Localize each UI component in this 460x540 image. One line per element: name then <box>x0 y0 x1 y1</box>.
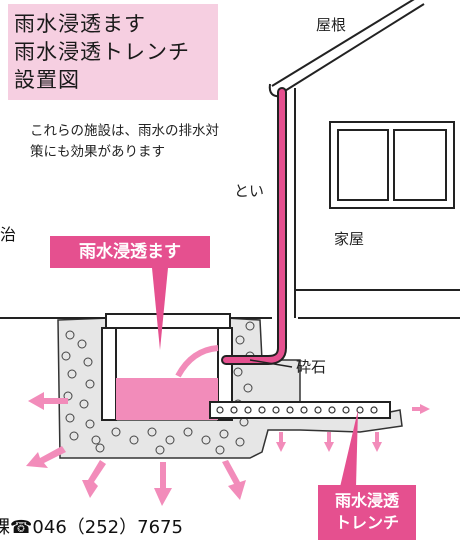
trench-arrow-right <box>412 404 430 414</box>
trench-arrow-2 <box>324 432 334 452</box>
roof-line <box>271 0 415 87</box>
cutoff-text: 治 <box>0 225 17 244</box>
downspout-fill <box>223 89 285 363</box>
contact-phone: 課☎046（252）7675 <box>0 517 183 538</box>
trench-tag-line-1: 雨水浸透 <box>334 491 399 510</box>
title-box <box>8 4 218 100</box>
title-line-1: 雨水浸透ます <box>14 12 146 36</box>
arrow-left-upper <box>28 392 68 410</box>
basin-wall-right <box>217 327 233 421</box>
roof-edge <box>279 3 425 95</box>
tag1-pointer <box>152 268 168 350</box>
gravel-texture <box>61 321 255 455</box>
gravel-label: 砕石 <box>296 358 327 376</box>
window-pane-left <box>337 129 389 201</box>
trench <box>209 401 391 419</box>
arrow-down-2 <box>154 462 172 506</box>
roof-label: 屋根 <box>316 16 347 34</box>
house-label: 家屋 <box>334 230 365 248</box>
title-line-3: 設置図 <box>14 68 80 92</box>
gutter-label: とい <box>234 182 265 200</box>
trench-arrow-1 <box>276 432 286 452</box>
trench-tag-line-2: トレンチ <box>334 513 399 532</box>
trench-arrow-3 <box>372 432 382 452</box>
basin-lid <box>105 313 231 329</box>
basin-water <box>116 378 218 420</box>
arrow-left-lower <box>26 446 66 468</box>
description-note: これらの施設は、雨水の排水対策にも効果があります <box>30 123 219 160</box>
infiltration-arrows <box>26 392 246 506</box>
basin-wall-left <box>101 327 117 421</box>
trench-gravel <box>216 406 378 414</box>
title-line-2: 雨水浸透トレンチ <box>14 40 190 64</box>
window-pane-right <box>393 129 447 201</box>
gravel-leader <box>249 359 293 368</box>
trench-arrows <box>276 404 430 452</box>
water-splash <box>175 345 219 378</box>
tag2-pointer <box>340 410 358 487</box>
infiltration-basin-tag: 雨水浸透ます <box>50 236 210 268</box>
infiltration-trench-tag: 雨水浸透 トレンチ <box>318 485 416 540</box>
arrow-down-1 <box>82 460 106 498</box>
arrow-down-3 <box>222 460 246 500</box>
